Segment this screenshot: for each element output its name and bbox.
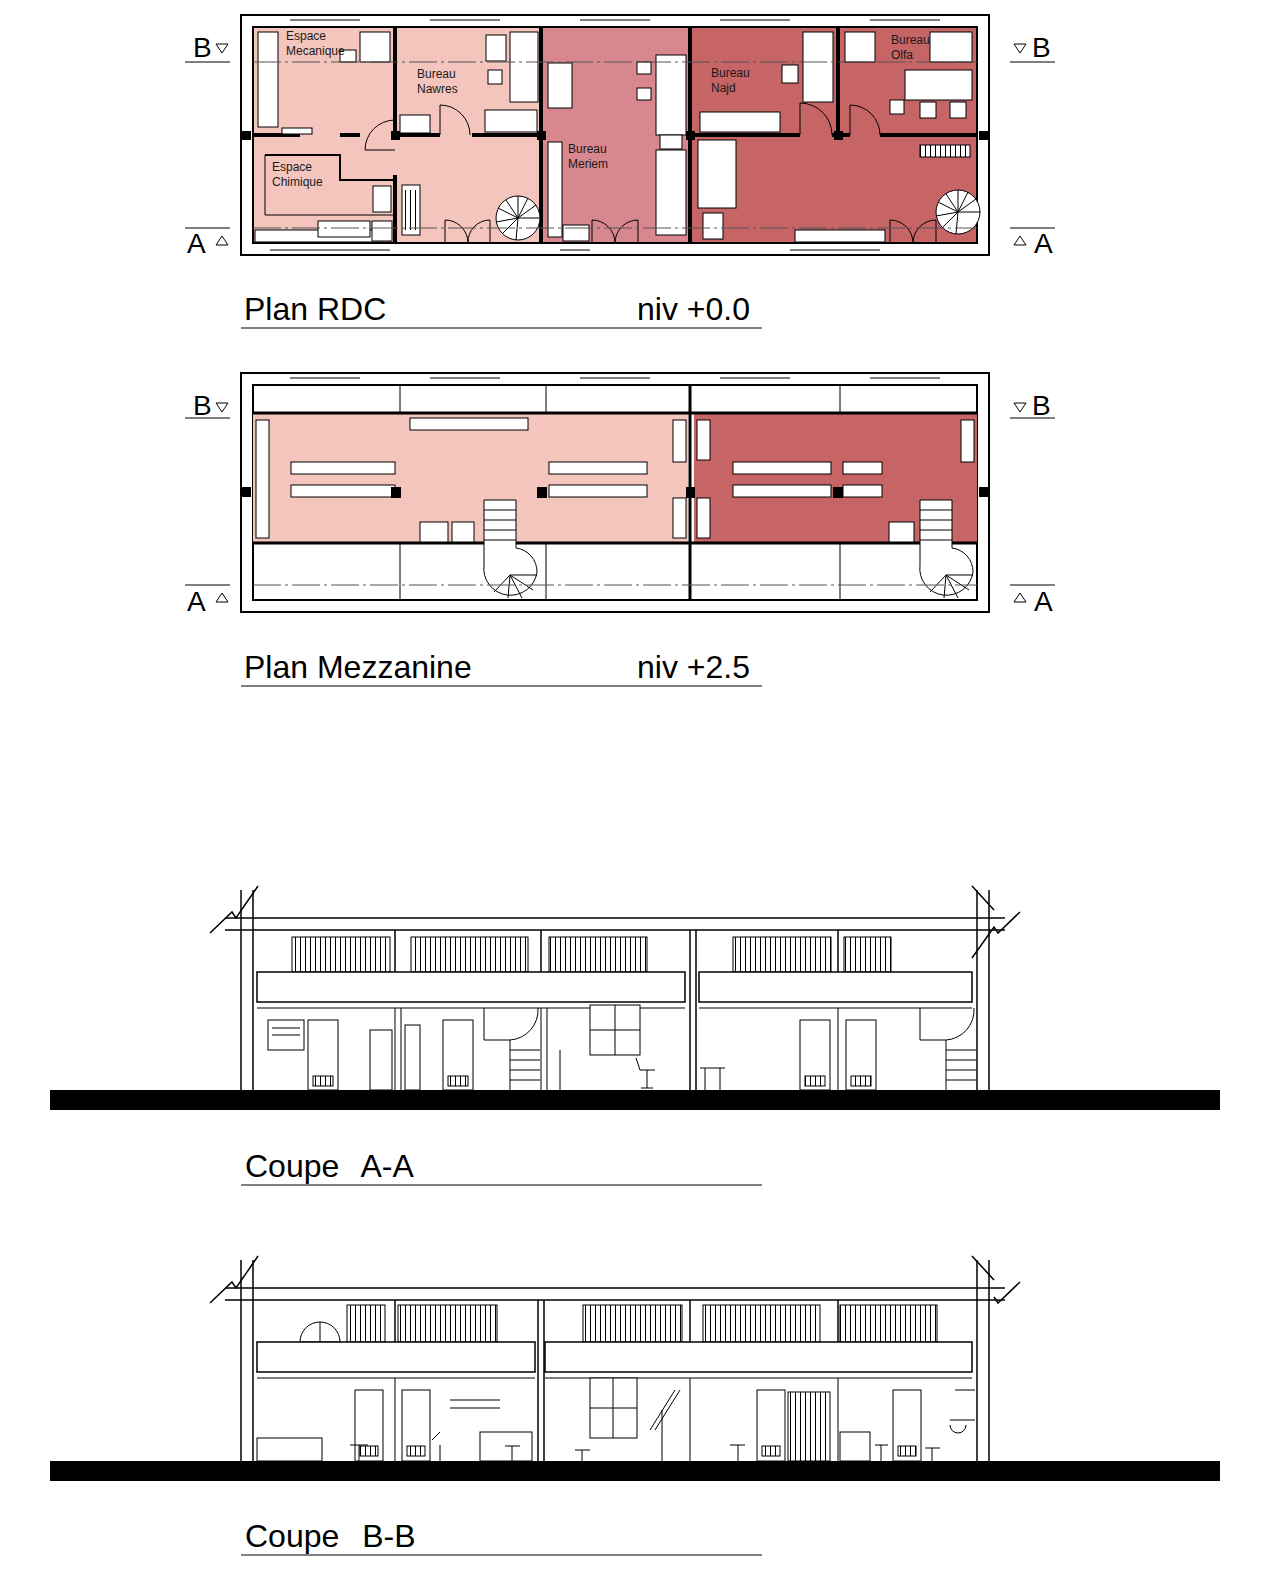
room-label: Bureau Olfa	[891, 33, 930, 63]
plan-title: Plan Mezzanine	[244, 651, 472, 683]
level-mark: niv +2.5	[637, 651, 750, 683]
section-marker: A	[1034, 230, 1053, 258]
room-name: Espace Chimique	[272, 160, 323, 190]
room-label: Espace Mecanique	[286, 29, 345, 59]
section-title: Coupe A-A	[245, 1150, 414, 1182]
section-marker: A	[187, 230, 206, 258]
plan-title: Plan RDC	[244, 293, 386, 325]
room-name: Bureau Najd	[711, 66, 750, 96]
section-marker: B	[193, 34, 212, 62]
section-marker: B	[193, 392, 212, 420]
section-marker: B	[1032, 392, 1051, 420]
room-label: Espace Chimique	[272, 160, 323, 190]
room-name: Bureau Olfa	[891, 33, 930, 63]
section-marker: B	[1032, 34, 1051, 62]
room-name: Espace Mecanique	[286, 29, 345, 59]
section-marker: A	[1034, 588, 1053, 616]
room-label: Bureau Nawres	[417, 67, 458, 97]
section-title: Coupe B-B	[245, 1520, 416, 1552]
level-mark: niv +0.0	[637, 293, 750, 325]
room-label: Bureau Najd	[711, 66, 750, 96]
section-marker: A	[187, 588, 206, 616]
room-name: Bureau Nawres	[417, 67, 458, 97]
room-label: Bureau Meriem	[568, 142, 608, 172]
room-name: Bureau Meriem	[568, 142, 608, 172]
